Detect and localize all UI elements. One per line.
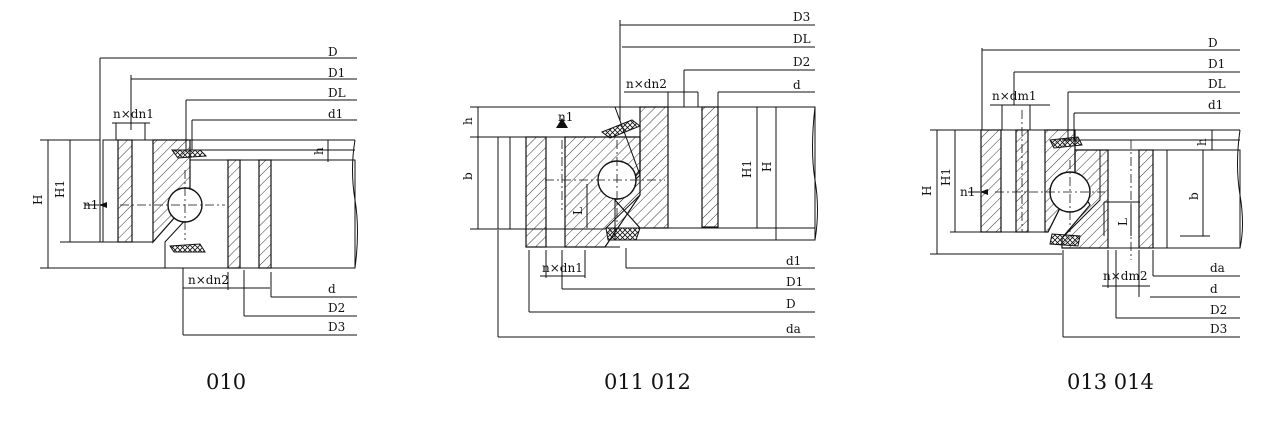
label-hole-top: n×dm1: [992, 89, 1036, 103]
caption-013-014: 013 014: [1067, 370, 1154, 394]
caption-010: 010: [206, 370, 246, 394]
figure-013-014: D D1 DL d1 n×dm1 da d D2 D3 n×dm2 H H1 h…: [920, 36, 1243, 394]
break-line: [812, 106, 818, 241]
seal-upper: [600, 119, 642, 139]
label-da: da: [1210, 261, 1225, 275]
label-hole-top: n×dn2: [626, 77, 667, 91]
label-DL: DL: [1208, 77, 1226, 91]
label-hole-bottom: n×dn1: [542, 261, 583, 275]
inner-hole-right: [701, 106, 719, 228]
label-H: H: [760, 162, 774, 172]
label-D: D: [328, 45, 338, 59]
label-L: L: [1116, 218, 1130, 226]
label-da: da: [786, 322, 801, 336]
outer-ring-section: [980, 129, 1002, 233]
label-H1: H1: [939, 168, 953, 186]
caption-011-012: 011 012: [604, 370, 691, 394]
label-D: D: [786, 297, 796, 311]
label-H1: H1: [53, 180, 67, 198]
seal-lower: [605, 227, 641, 241]
gear-teeth: [1152, 149, 1168, 249]
outer-ring-section: [117, 139, 133, 243]
label-n1: n1: [83, 198, 98, 212]
label-hole-bottom: n×dn2: [188, 273, 229, 287]
label-b: b: [461, 172, 475, 180]
label-D2: D2: [328, 301, 345, 315]
label-D2: D2: [1210, 303, 1227, 317]
gear-teeth: [497, 136, 527, 230]
label-d: d: [328, 282, 336, 296]
label-D1: D1: [328, 66, 345, 80]
seal-lower: [169, 243, 206, 253]
label-d: d: [793, 78, 801, 92]
break-line: [352, 139, 358, 269]
label-hole-top: n×dn1: [113, 107, 154, 121]
label-D1: D1: [1208, 57, 1225, 71]
label-D3: D3: [328, 320, 345, 334]
label-b: b: [1187, 192, 1201, 200]
seal-upper: [171, 149, 208, 159]
label-h: h: [312, 147, 326, 155]
label-L: L: [571, 207, 585, 215]
label-D: D: [1208, 36, 1218, 50]
label-d: d: [1210, 282, 1218, 296]
label-D2: D2: [793, 55, 810, 69]
label-d1: d1: [786, 254, 801, 268]
inner-hole-left: [227, 159, 241, 269]
label-D1: D1: [786, 275, 803, 289]
inner-hole-right: [1138, 149, 1154, 249]
label-H1: H1: [740, 160, 754, 178]
label-h: h: [1195, 138, 1209, 146]
label-D3: D3: [1210, 322, 1227, 336]
outer-ring-section: [525, 136, 547, 248]
figure-010: D D1 DL d1 d D2 D3 n×dn1 n×dn2 H H1 h n1…: [31, 45, 358, 394]
label-n1: n1: [558, 110, 573, 124]
label-n1: n1: [960, 185, 975, 199]
label-DL: DL: [793, 32, 811, 46]
figure-011-012: D3 DL D2 d n×dn2 d1 D1 D da n×dn1 h b H1…: [461, 10, 818, 394]
break-line: [1237, 129, 1243, 249]
label-hole-bottom: n×dm2: [1103, 269, 1147, 283]
label-DL: DL: [328, 86, 346, 100]
label-d1: d1: [328, 107, 343, 121]
label-D3: D3: [793, 10, 810, 24]
label-H: H: [920, 186, 934, 196]
label-H: H: [31, 195, 45, 205]
inner-hole-right: [258, 159, 272, 269]
label-h: h: [461, 117, 475, 125]
seal-lower: [1049, 233, 1081, 247]
label-d1: d1: [1208, 98, 1223, 112]
